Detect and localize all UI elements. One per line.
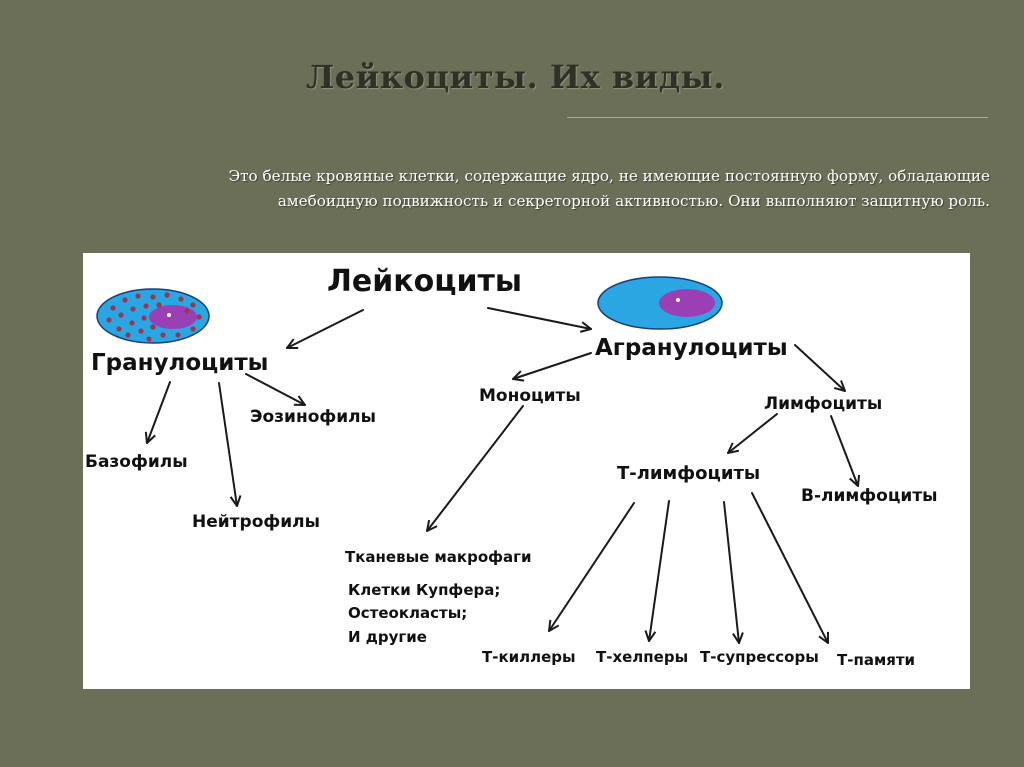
agranulocyte-nucleus [659, 289, 715, 317]
arrow-lymphocytes-to-b-lymphocytes [830, 415, 861, 487]
node-leukocytes: Лейкоциты [327, 264, 522, 299]
granulocyte-granules [106, 292, 202, 342]
diagram-panel: Лейкоциты Гранулоциты Агранулоциты Эозин… [83, 253, 970, 689]
agranulocyte-nucleolus [676, 298, 680, 302]
arrow-t-lymphocytes-to-t-helpers [644, 500, 670, 642]
intro-text: Это белые кровяные клетки, содержащие яд… [110, 164, 990, 214]
macrophage-example-others: И другие [348, 628, 427, 646]
node-t-suppressors: Т-супрессоры [700, 648, 819, 666]
agranulocyte-cell-illustration [597, 276, 723, 330]
node-agranulocytes: Агранулоциты [595, 335, 788, 361]
macrophage-example-osteoclasts: Остеокласты; [348, 604, 467, 622]
diagram-labels: Лейкоциты Гранулоциты Агранулоциты Эозин… [85, 264, 938, 669]
arrow-t-lymphocytes-to-t-suppressors [723, 501, 744, 644]
node-t-memory: Т-памяти [837, 651, 915, 669]
node-granulocytes: Гранулоциты [91, 350, 268, 376]
leukocyte-diagram: Лейкоциты Гранулоциты Агранулоциты Эозин… [85, 264, 938, 669]
node-neutrophils: Нейтрофилы [192, 512, 320, 532]
node-tissue-macrophages: Тканевые макрофаги [345, 548, 531, 566]
arrow-agranulocytes-to-lymphocytes [794, 344, 846, 392]
arrow-t-lymphocytes-to-t-memory [751, 492, 829, 644]
title-divider [567, 117, 988, 118]
arrow-root-to-granulocytes [286, 309, 364, 349]
node-basophils: Базофилы [85, 452, 188, 472]
node-monocytes: Моноциты [479, 386, 581, 406]
node-t-helpers: Т-хелперы [596, 648, 688, 666]
arrow-monocytes-to-macrophages [426, 405, 524, 532]
macrophage-example-kupffer: Клетки Купфера; [348, 581, 500, 599]
arrow-granulocytes-to-basophils [144, 381, 171, 444]
intro-line-1: Это белые кровяные клетки, содержащие яд… [228, 167, 990, 185]
granulocyte-nucleolus [167, 313, 171, 317]
granulocyte-nucleus [149, 305, 197, 329]
arrow-t-lymphocytes-to-t-killers [548, 502, 635, 632]
arrow-granulocytes-to-eosinophils [245, 373, 306, 406]
intro-line-2: амебоидную подвижность и секреторной акт… [277, 192, 990, 210]
node-eosinophils: Эозинофилы [250, 407, 376, 427]
node-t-lymphocytes: Т-лимфоциты [617, 463, 760, 484]
arrow-granulocytes-to-neutrophils [218, 382, 242, 507]
arrow-root-to-agranulocytes [487, 307, 592, 333]
granulocyte-cell-illustration [96, 288, 210, 344]
arrow-lymphocytes-to-t-lymphocytes [727, 413, 778, 454]
node-b-lymphocytes: В-лимфоциты [801, 486, 938, 506]
arrow-agranulocytes-to-monocytes [512, 352, 592, 382]
node-lymphocytes: Лимфоциты [764, 394, 882, 414]
slide-title: Лейкоциты. Их виды. [306, 58, 725, 96]
diagram-arrows [144, 307, 861, 644]
node-t-killers: Т-киллеры [482, 648, 576, 666]
